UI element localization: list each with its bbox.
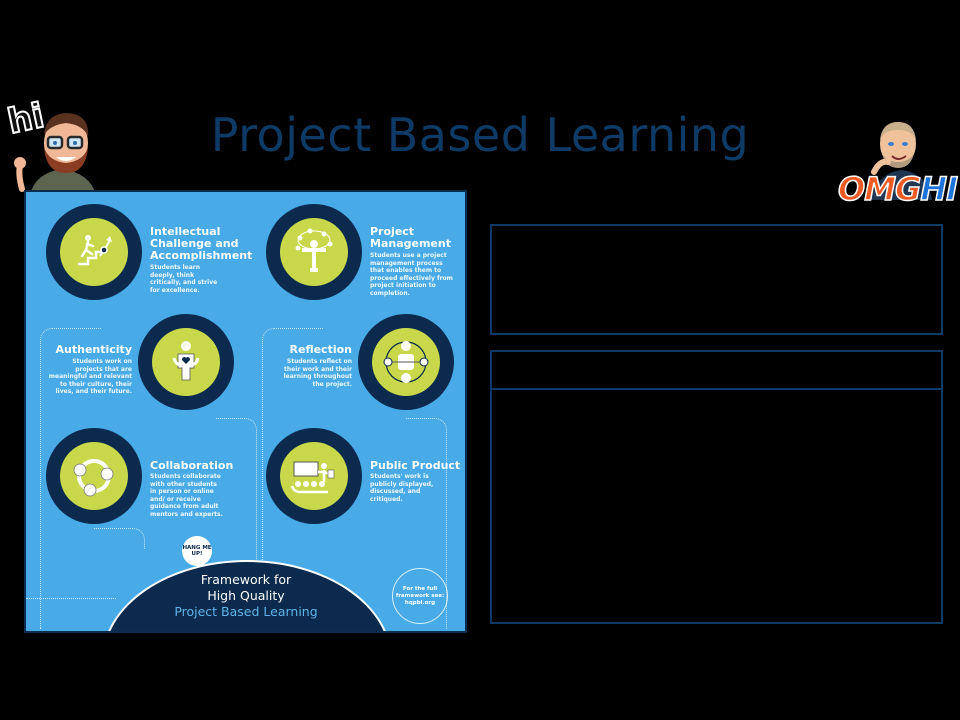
bitmoji-waving-icon bbox=[14, 113, 96, 195]
element-title: Authenticity bbox=[55, 343, 132, 356]
element-description: Students reflect on their work and their… bbox=[283, 358, 352, 388]
pbl-framework-poster: Intellectual Challenge and Accomplishmen… bbox=[24, 190, 467, 633]
framework-line-2: High Quality bbox=[207, 588, 285, 603]
bitmoji-leaning-icon bbox=[870, 122, 932, 200]
full-framework-link[interactable]: hqpbl.org bbox=[404, 599, 436, 606]
element-ring-intellectual bbox=[46, 204, 142, 300]
element-title: Reflection bbox=[289, 343, 352, 356]
element-ring-reflection bbox=[358, 314, 454, 410]
full-framework-bubble: For the full framework see: hqpbl.org bbox=[392, 568, 448, 624]
element-description: Students use a project management proces… bbox=[370, 252, 453, 297]
bitmoji-hi-sticker: hi bbox=[0, 95, 120, 195]
dotted-connector bbox=[26, 598, 116, 599]
element-ring-authenticity bbox=[138, 314, 234, 410]
element-title: Public Product bbox=[370, 459, 461, 472]
bitmoji-omg-hi-sticker: OMGHI bbox=[830, 110, 960, 220]
presentation-icon bbox=[290, 461, 335, 494]
reflection-cycle-icon bbox=[383, 341, 429, 383]
stairs-climb-icon bbox=[78, 235, 112, 266]
dotted-connector bbox=[40, 328, 101, 629]
slide-title: Project Based Learning bbox=[210, 108, 750, 162]
project-juggle-icon bbox=[295, 228, 333, 272]
text-box-top[interactable] bbox=[490, 224, 943, 335]
hang-me-up-bubble: HANG ME UP! bbox=[182, 536, 212, 566]
element-ring-collaboration bbox=[46, 428, 142, 524]
text-box-table[interactable] bbox=[490, 350, 943, 624]
element-ring-public-product bbox=[266, 428, 362, 524]
element-ring-project-management bbox=[266, 204, 362, 300]
dotted-connector bbox=[216, 418, 257, 629]
text-box-table-header bbox=[492, 352, 941, 386]
full-framework-line-2: framework see: bbox=[395, 592, 445, 599]
element-description: Students collaborate with other students… bbox=[150, 473, 223, 518]
element-description: Students learn deeply, think critically,… bbox=[150, 264, 218, 294]
omg-hi-text: OMGHI bbox=[837, 169, 959, 209]
element-title: Project Management bbox=[370, 225, 451, 250]
element-description: Students' work is publicly displayed, di… bbox=[370, 473, 434, 503]
person-heart-icon bbox=[172, 341, 200, 381]
collaboration-cycle-icon bbox=[73, 459, 114, 497]
dotted-connector bbox=[94, 528, 145, 549]
framework-line-1: Framework for bbox=[200, 572, 292, 587]
element-title: Intellectual Challenge and Accomplishmen… bbox=[150, 225, 253, 262]
element-title: Collaboration bbox=[150, 459, 234, 472]
dotted-connector bbox=[262, 328, 323, 579]
hi-word: HI bbox=[920, 169, 959, 209]
omg-word: OMG bbox=[837, 169, 922, 209]
dotted-connector bbox=[406, 418, 447, 629]
table-divider bbox=[492, 388, 941, 390]
full-framework-line-1: For the full bbox=[402, 585, 438, 592]
framework-line-3: Project Based Learning bbox=[174, 604, 318, 619]
element-description: Students work on projects that are meani… bbox=[48, 358, 132, 395]
